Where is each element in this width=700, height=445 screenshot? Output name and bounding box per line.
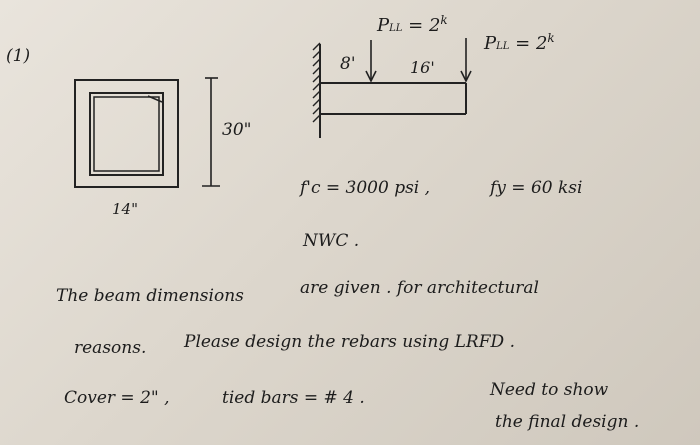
stirrup [89,92,164,176]
section-height-label: 30" [222,120,252,140]
note-line-3b: tied bars = # 4 . [222,388,365,408]
load-1-symbol: P [377,15,390,36]
load-2-value: = 2 [515,33,548,54]
span-1-label: 8' [340,54,356,74]
load-1-value: = 2 [408,15,441,36]
concrete-type: NWC . [303,231,360,251]
load-1-label: PLL = 2k [377,14,448,35]
note-line-2b: Please design the rebars using LRFD . [184,332,515,352]
problem-number: (1) [6,46,31,66]
section-width-label: 14" [112,200,138,218]
load-2-subscript: LL [496,41,510,52]
span-2-label: 16' [410,58,435,77]
note-line-1a: The beam dimensions [56,286,244,306]
load-2-symbol: P [484,33,497,54]
load-1-arrowhead [365,70,377,83]
note-line-1b: are given . for architectural [300,278,539,298]
load-1-subscript: LL [389,23,403,34]
steel-yield-strength: fy = 60 ksi [490,178,583,198]
stirrup-hook [147,95,163,103]
section-outline [74,79,179,188]
load-2-unit: k [547,31,555,45]
note-line-4: the final design . [495,412,640,432]
stirrup-inner [93,96,160,172]
fixed-support-hatch [312,42,321,123]
load-2-label: PLL = 2k [484,32,555,53]
note-line-3c: Need to show [490,380,609,400]
note-line-2a: reasons. [74,338,147,358]
note-line-3a: Cover = 2" , [64,388,170,408]
load-2-arrowhead [460,70,472,83]
concrete-strength: f'c = 3000 psi , [300,178,431,198]
load-1-unit: k [440,13,448,27]
